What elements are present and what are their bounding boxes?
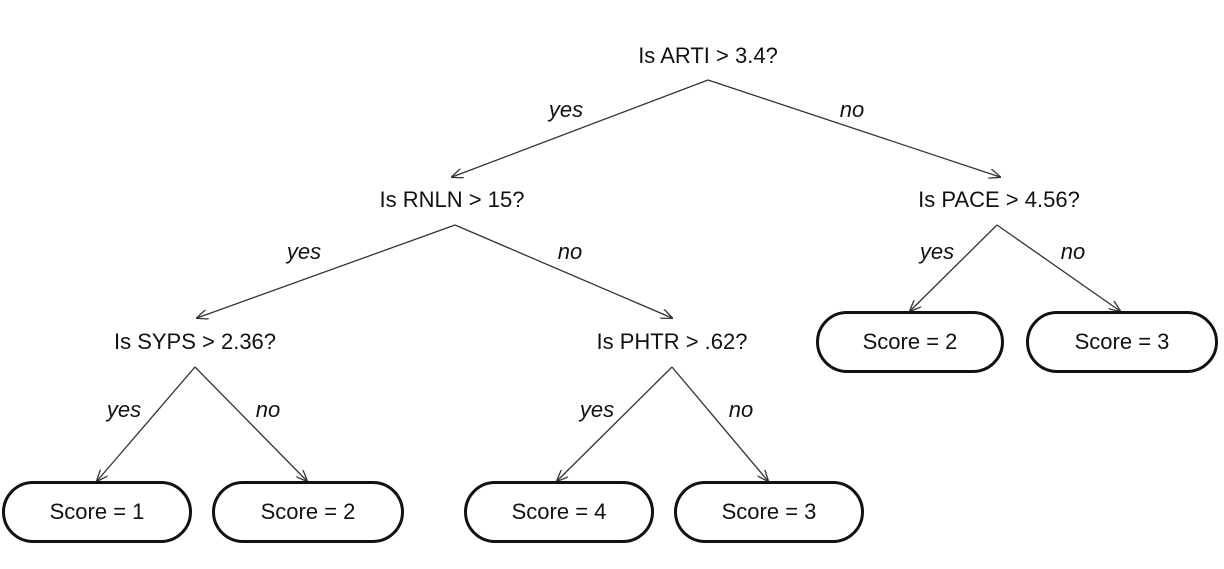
leaf-phtr-yes: Score = 4 (464, 481, 654, 543)
edge-phtr-yes (557, 366, 673, 481)
edge-label-root-no: no (839, 97, 865, 122)
edge-label-phtr-no: no (728, 397, 754, 422)
leaf-syps-yes: Score = 1 (2, 481, 192, 543)
edge-label-syps-yes: yes (106, 397, 142, 422)
edge-pace-no (996, 224, 1120, 311)
edge-pace-yes (910, 224, 998, 311)
edge-label-rnln-yes: yes (286, 239, 322, 264)
edge-syps-no (194, 366, 307, 481)
edge-label-pace-yes: yes (919, 239, 955, 264)
edge-label-pace-no: no (1060, 239, 1086, 264)
node-pace-question: Is PACE > 4.56? (918, 187, 1080, 212)
edge-label-rnln-no: no (557, 239, 583, 264)
edge-label-syps-no: no (255, 397, 281, 422)
edge-label-phtr-yes: yes (579, 397, 615, 422)
edge-root-no (707, 79, 1000, 177)
node-root-question: Is ARTI > 3.4? (638, 43, 778, 68)
edge-label-root-yes: yes (548, 97, 584, 122)
leaf-syps-no: Score = 2 (212, 481, 404, 543)
node-rnln-question: Is RNLN > 15? (379, 187, 525, 212)
edge-phtr-no (671, 366, 768, 481)
edge-syps-yes (97, 366, 196, 481)
edge-rnln-yes (197, 224, 456, 318)
leaf-pace-no: Score = 3 (1026, 311, 1218, 373)
leaf-pace-yes: Score = 2 (816, 311, 1004, 373)
edge-root-yes (452, 79, 709, 177)
node-syps-question: Is SYPS > 2.36? (113, 329, 277, 354)
node-phtr-question: Is PHTR > .62? (596, 329, 748, 354)
edge-rnln-no (454, 224, 672, 318)
leaf-phtr-no: Score = 3 (674, 481, 864, 543)
